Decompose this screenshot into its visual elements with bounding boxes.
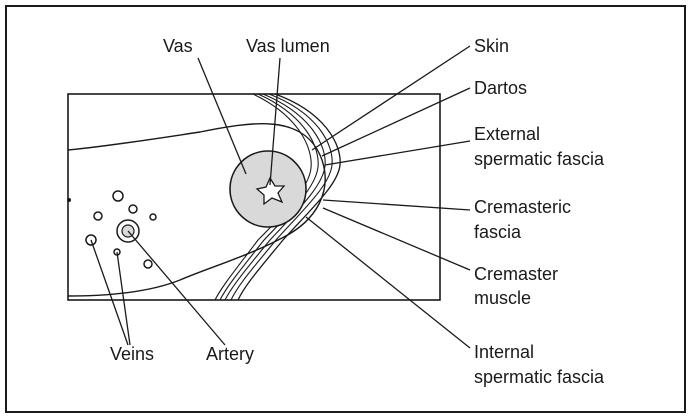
- vein: [150, 214, 156, 220]
- veins-label: Veins: [110, 344, 154, 364]
- edge-marker: [67, 198, 71, 202]
- vein: [144, 260, 152, 268]
- vas-label: Vas: [163, 36, 193, 56]
- vein: [129, 205, 137, 213]
- skin-label: Skin: [474, 36, 509, 56]
- artery-label: Artery: [206, 344, 254, 364]
- cremasteric-fascia-label-line1: Cremasteric: [474, 197, 571, 217]
- cremaster-muscle-label-line1: Cremaster: [474, 264, 558, 284]
- external-fascia-label-line2: spermatic fascia: [474, 149, 605, 169]
- external-fascia-label-line1: External: [474, 124, 540, 144]
- internal-fascia-label-line2: spermatic fascia: [474, 367, 605, 387]
- cremasteric-fascia-label-line2: fascia: [474, 222, 522, 242]
- dartos-label: Dartos: [474, 78, 527, 98]
- internal-fascia-label-line1: Internal: [474, 342, 534, 362]
- vein: [113, 191, 123, 201]
- vein: [94, 212, 102, 220]
- vas-lumen-label: Vas lumen: [246, 36, 330, 56]
- cremaster-muscle-label-line2: muscle: [474, 288, 531, 308]
